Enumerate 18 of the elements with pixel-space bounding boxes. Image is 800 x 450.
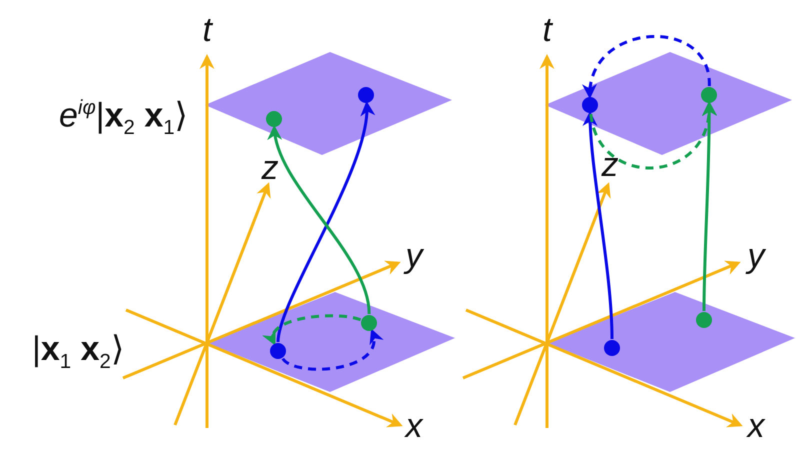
world-line-arrow — [276, 100, 374, 342]
world-line-arrow — [702, 101, 717, 312]
dashed-exchange-arrow — [282, 328, 382, 371]
axis-label: x — [748, 409, 764, 443]
dashed-exchange-arrow — [589, 101, 716, 170]
axis-label: z — [602, 148, 618, 182]
axis-label: t — [542, 13, 552, 47]
axis-label: t — [202, 13, 212, 47]
world-line-arrow — [268, 125, 371, 314]
axis-label: x — [406, 409, 422, 443]
dashed-exchange-arrow — [264, 314, 361, 346]
axis-label: y — [748, 239, 764, 273]
dashed-exchange-arrow — [584, 35, 711, 99]
axis-label: z — [262, 151, 278, 185]
axis-label: y — [406, 239, 422, 273]
state-label: |x$_{1}$ x$_{2}$⟩ — [32, 332, 124, 372]
state-label: e$^{iφ}$|x$_{2}$ x$_{1}$⟩ — [59, 98, 188, 138]
world-line-arrow — [582, 111, 614, 340]
